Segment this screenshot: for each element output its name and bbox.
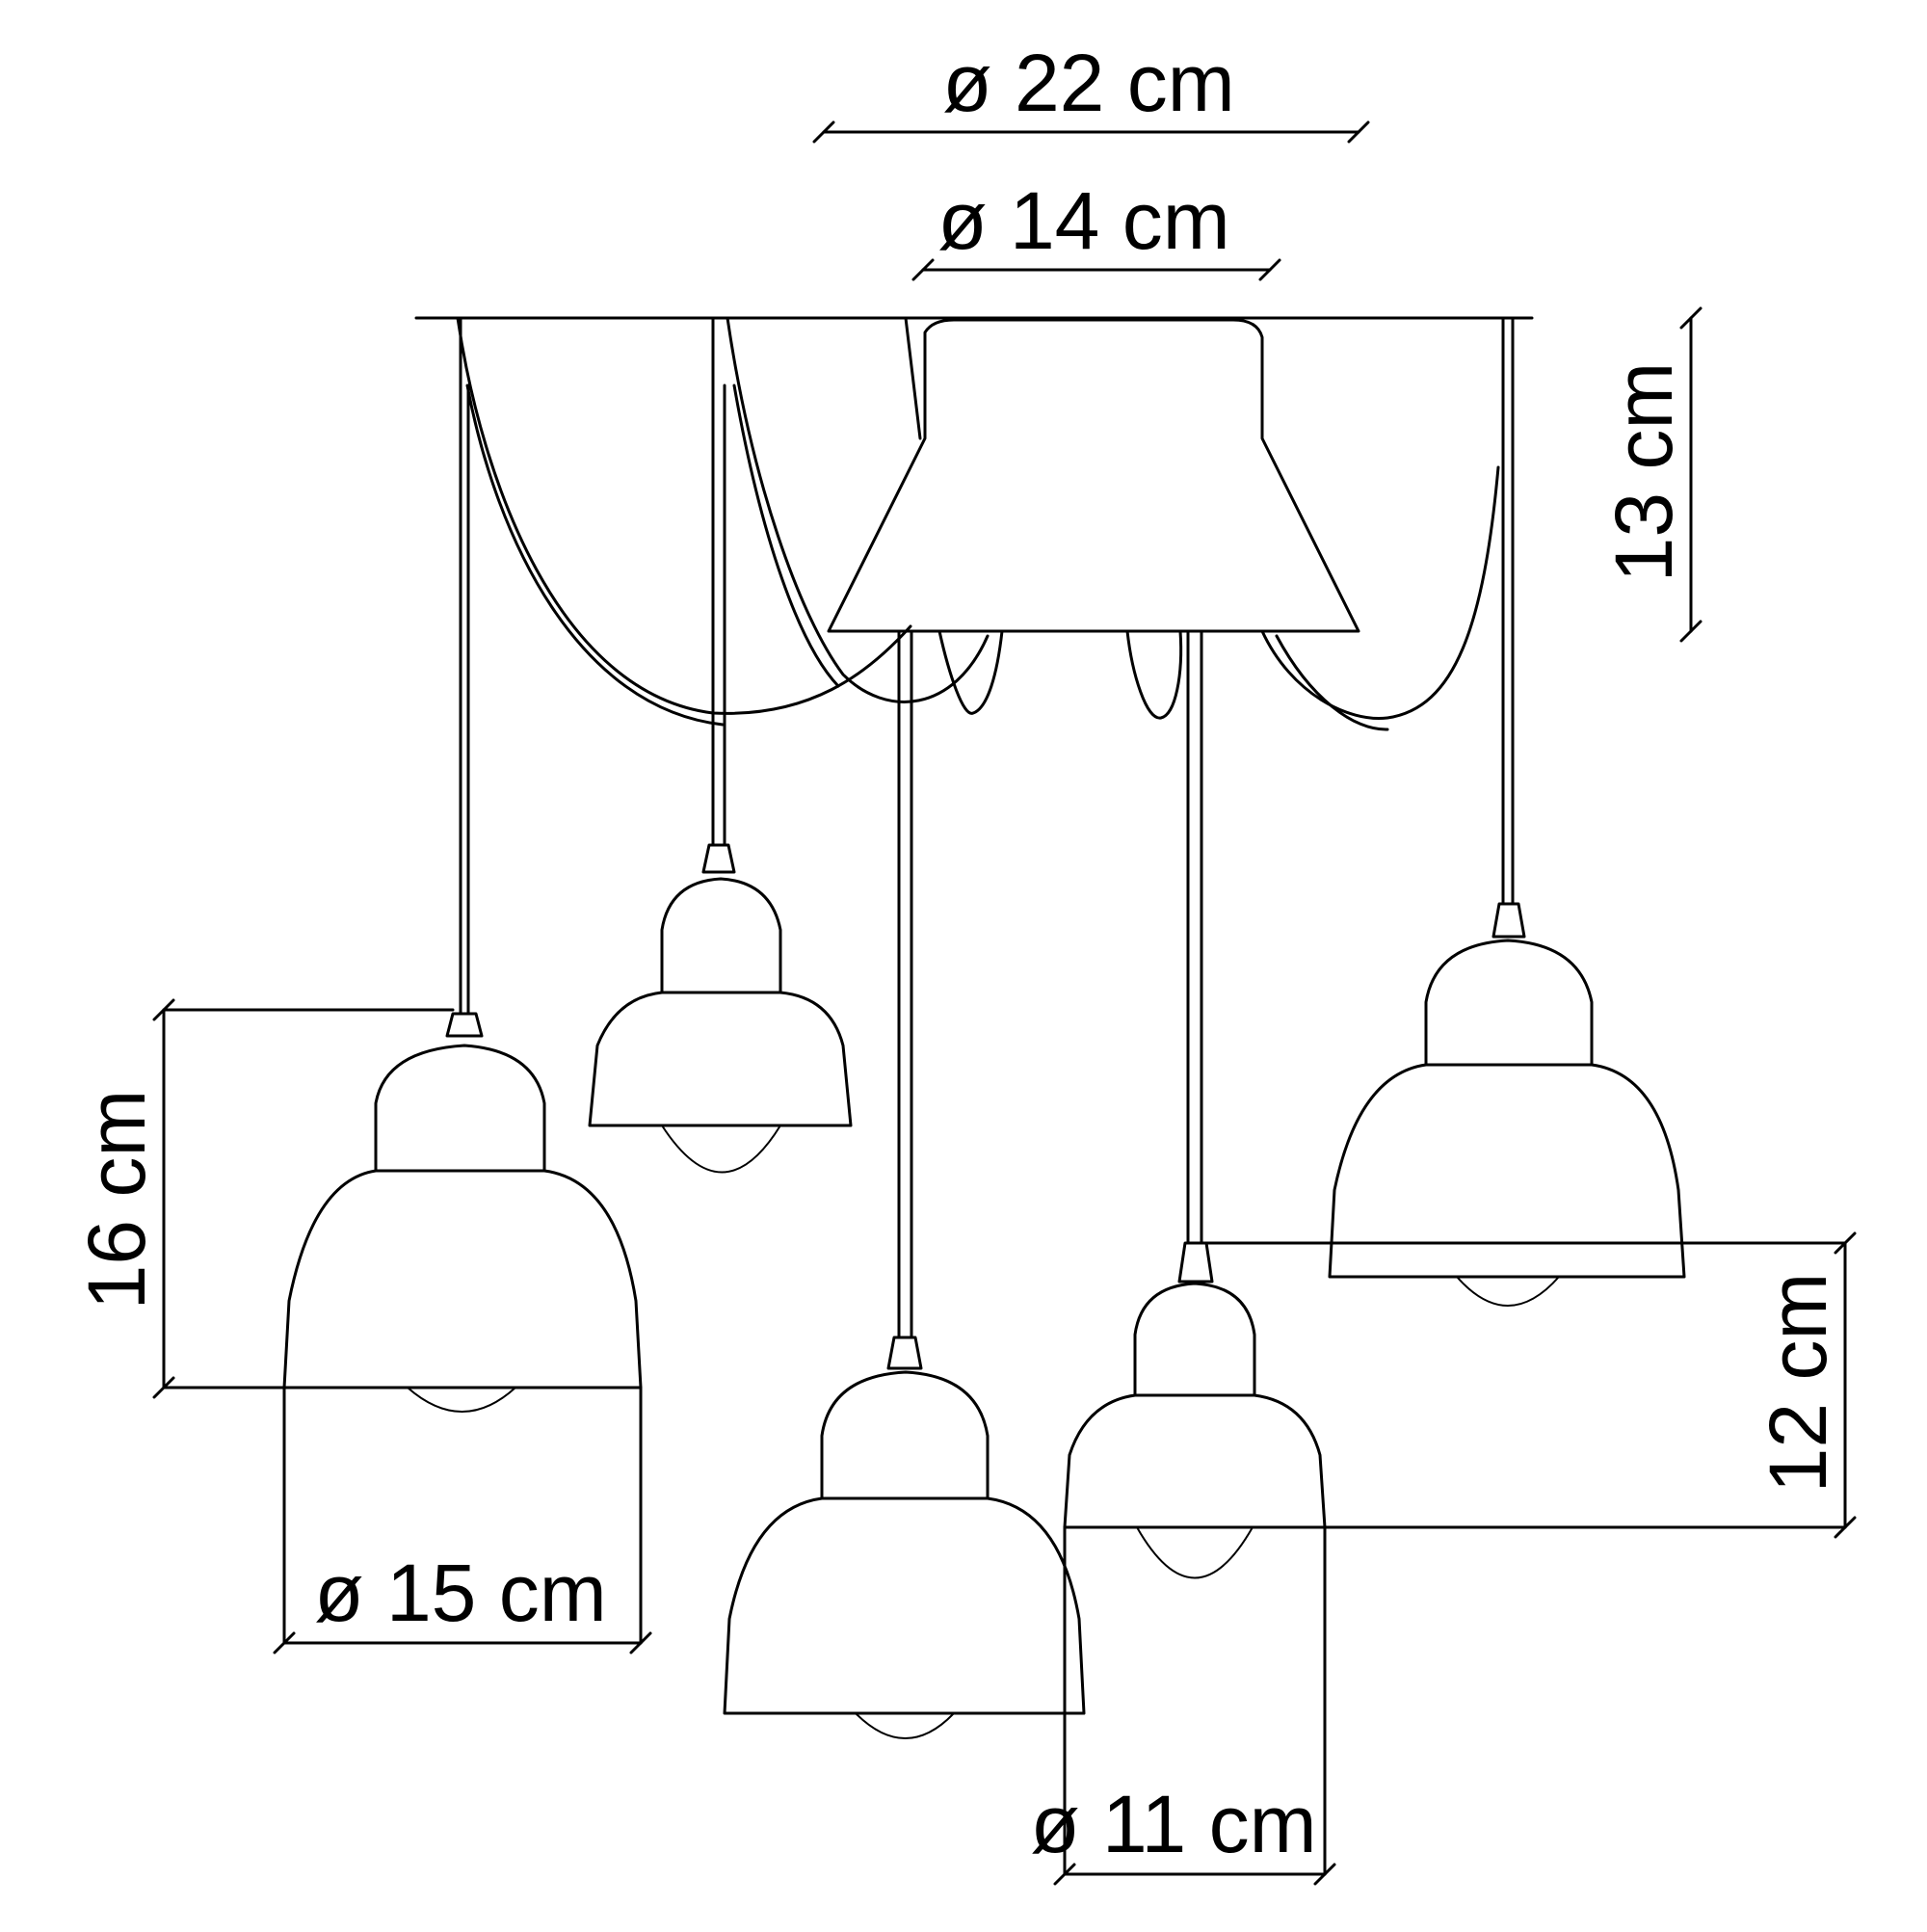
pendant-5-shade [1328,1063,1686,1279]
pendant-small-lower [1063,629,1327,1579]
pendant-small-upper [588,316,853,1174]
dim-tick [1679,306,1703,330]
dim-tick [812,120,835,144]
pendant-2-bulb [661,1125,781,1174]
pendant-large-right [1328,316,1686,1307]
cable-loop-5b [1275,634,1389,731]
pendant-1-fitting [445,1012,484,1038]
pendant-1-bulb [407,1387,516,1413]
dim-tick [911,258,935,281]
cable-canopy-left [904,316,922,440]
pendant-4-fitting [1177,1241,1214,1284]
dimension-large-shade-height: 16 cm [71,998,643,1399]
dim-tick [1347,120,1370,144]
dim-tick [152,1376,175,1399]
dim-tick [1313,1863,1336,1886]
pendant-3-bulb [855,1712,955,1739]
pendant-5-bulb [1456,1276,1560,1307]
cable-loop-5 [1260,465,1500,721]
pendant-4-bulb [1136,1526,1254,1579]
dim-label-large-height: 16 cm [71,1090,162,1310]
pendant-2-cap [660,877,782,994]
dim-label-canopy-top: ø 22 cm [942,38,1234,128]
pendant-3-shade [723,1496,1086,1715]
dim-tick [273,1631,296,1654]
pendant-5-fitting [1491,902,1526,939]
dimension-canopy-bottom: ø 14 cm [911,175,1281,281]
pendant-3-fitting [886,1336,923,1370]
pendant-4-cap [1133,1282,1256,1397]
dim-tick [1053,1863,1076,1886]
pendant-3-cap [820,1370,990,1500]
dim-tick [1834,1516,1857,1539]
dim-tick [1679,620,1703,643]
dim-tick [1834,1231,1857,1255]
pendant-large-left [282,316,643,1413]
dim-label-canopy-height: 13 cm [1598,362,1689,583]
dim-label-small-diameter: ø 11 cm [1030,1779,1316,1869]
dim-label-small-height: 12 cm [1753,1273,1843,1494]
dim-tick [1258,258,1281,281]
cable-loop-2 [726,316,990,703]
dim-label-large-diameter: ø 15 cm [314,1548,606,1638]
dimension-canopy-top: ø 22 cm [812,38,1370,144]
cable-loop-1b [465,384,725,727]
cable-loop-3 [937,629,1004,715]
pendant-1-cap [374,1044,546,1173]
cable-loop-2b [732,384,840,688]
pendant-1-shade [282,1169,643,1389]
dimension-large-shade-diameter: ø 15 cm [273,1386,652,1654]
pendant-4-shade [1063,1393,1327,1529]
pendant-5-cap [1424,939,1594,1067]
dimension-canopy-height: 13 cm [1598,306,1703,643]
dim-label-canopy-bottom: ø 14 cm [937,175,1229,266]
dimension-small-shade-diameter: ø 11 cm [1030,1525,1336,1886]
cable-loop-4 [1125,629,1183,720]
dimension-small-shade-height: 12 cm [1063,1231,1857,1539]
dim-tick [629,1631,652,1654]
cables [456,316,1500,731]
pendant-large-center [723,629,1086,1739]
cable-loop-1 [456,316,912,715]
canopy [827,318,1360,633]
pendant-2-fitting [701,843,736,874]
dim-tick [152,998,175,1021]
pendant-2-shade [588,991,853,1127]
